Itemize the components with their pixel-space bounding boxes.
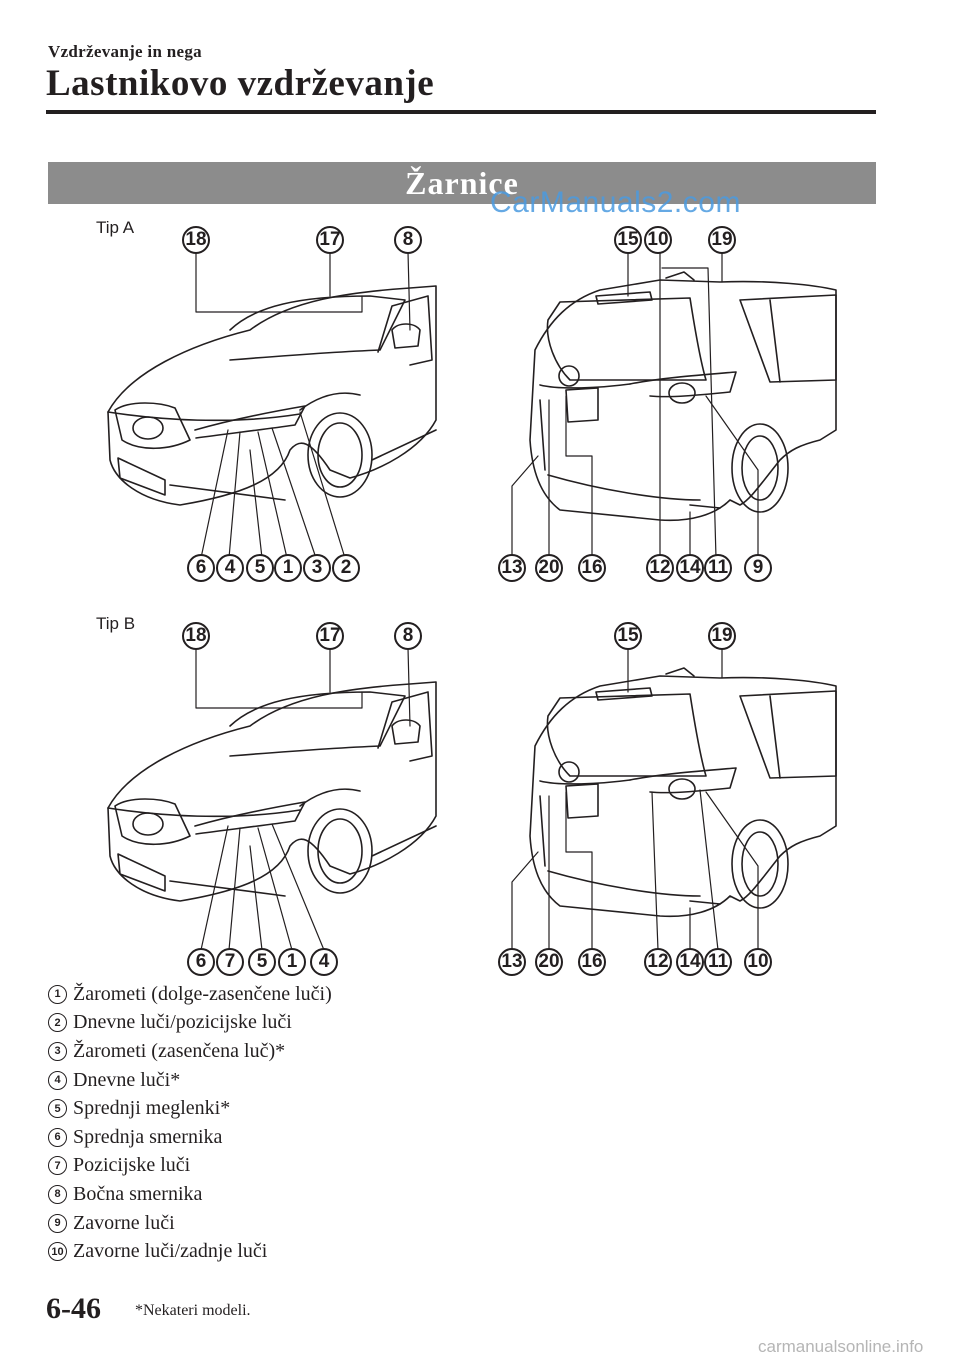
watermark-bottom: carmanualsonline.info (758, 1337, 924, 1356)
chapter-rule (46, 110, 876, 114)
legend-text: Zavorne luči/zadnje luči (73, 1240, 268, 1263)
section-band: Žarnice (48, 162, 876, 204)
callout-a-rear-16: 16 (578, 554, 606, 582)
tip-a-front-car (107, 285, 437, 506)
callout-b-front-4: 4 (310, 948, 338, 976)
callout-b-front-7: 7 (216, 948, 244, 976)
legend-text: Žarometi (dolge-zasenčene luči) (73, 982, 332, 1005)
legend-number: 6 (48, 1127, 67, 1147)
callout-b-front-5: 5 (248, 948, 276, 976)
callout-a-rear-11: 11 (704, 554, 732, 582)
callout-b-rear-16: 16 (578, 948, 606, 976)
legend-item: 8 Bočna smernika (48, 1180, 608, 1209)
callout-b-rear-13: 13 (498, 948, 526, 976)
tip-b-rear-car (529, 667, 837, 918)
callout-a-rear-10: 10 (644, 226, 672, 254)
legend-item: 1 Žarometi (dolge-zasenčene luči) (48, 980, 608, 1009)
callout-a-rear-14: 14 (676, 554, 704, 582)
legend-item: 9 Zavorne luči (48, 1209, 608, 1238)
callout-b-front-17: 17 (316, 622, 344, 650)
legend-number: 7 (48, 1156, 67, 1176)
callout-b-front-6: 6 (187, 948, 215, 976)
callout-b-rear-14: 14 (676, 948, 704, 976)
callout-b-rear-20: 20 (535, 948, 563, 976)
legend-number: 2 (48, 1013, 67, 1033)
callout-a-front-8: 8 (394, 226, 422, 254)
legend-text: Dnevne luči/pozicijske luči (73, 1011, 292, 1034)
legend-text: Žarometi (zasenčena luč)* (73, 1039, 286, 1062)
tip-a-rear-car (529, 271, 837, 522)
tip-b-front-car (107, 681, 437, 902)
legend-item: 6 Sprednja smernika (48, 1123, 608, 1152)
callout-a-rear-12: 12 (646, 554, 674, 582)
page-number: 6-46 (46, 1292, 101, 1325)
callout-a-rear-13: 13 (498, 554, 526, 582)
section-label: Vzdrževanje in nega (48, 42, 202, 61)
callout-a-front-6: 6 (187, 554, 215, 582)
legend-item: 2 Dnevne luči/pozicijske luči (48, 1009, 608, 1038)
legend-text: Sprednja smernika (73, 1125, 223, 1148)
legend-text: Pozicijske luči (73, 1154, 191, 1177)
legend-number: 1 (48, 984, 67, 1004)
callout-a-rear-9: 9 (744, 554, 772, 582)
callout-a-rear-15: 15 (614, 226, 642, 254)
callout-b-front-8: 8 (394, 622, 422, 650)
callout-b-front-1: 1 (278, 948, 306, 976)
leader-lines (195, 251, 759, 951)
legend-item: 7 Pozicijske luči (48, 1152, 608, 1181)
legend-number: 8 (48, 1184, 67, 1204)
legend-text: Sprednji meglenki* (73, 1097, 231, 1120)
legend-item: 10 Zavorne luči/zadnje luči (48, 1237, 608, 1266)
callout-b-rear-19: 19 (708, 622, 736, 650)
legend-item: 3 Žarometi (zasenčena luč)* (48, 1037, 608, 1066)
callout-b-rear-11: 11 (704, 948, 732, 976)
callout-a-front-17: 17 (316, 226, 344, 254)
callout-a-front-3: 3 (303, 554, 331, 582)
callout-a-front-2: 2 (332, 554, 360, 582)
tip-a-label: Tip A (96, 218, 135, 237)
callout-b-rear-10: 10 (744, 948, 772, 976)
legend-number: 10 (48, 1242, 67, 1262)
callout-a-front-1: 1 (274, 554, 302, 582)
callout-a-front-4: 4 (216, 554, 244, 582)
legend-number: 4 (48, 1070, 67, 1090)
callout-b-rear-15: 15 (614, 622, 642, 650)
callout-b-rear-12: 12 (644, 948, 672, 976)
watermark-top: CarManuals2.com (490, 186, 741, 219)
legend-item: 5 Sprednji meglenki* (48, 1094, 608, 1123)
legend-number: 3 (48, 1041, 67, 1061)
callout-a-rear-20: 20 (535, 554, 563, 582)
legend-text: Bočna smernika (73, 1182, 203, 1205)
callout-a-front-18: 18 (182, 226, 210, 254)
callout-b-front-18: 18 (182, 622, 210, 650)
legend-number: 9 (48, 1213, 67, 1233)
section-title: Žarnice (405, 164, 519, 201)
callout-a-rear-19: 19 (708, 226, 736, 254)
legend-number: 5 (48, 1099, 67, 1119)
legend-text: Dnevne luči* (73, 1068, 181, 1091)
callout-a-front-5: 5 (246, 554, 274, 582)
legend-text: Zavorne luči (73, 1211, 175, 1234)
chapter-title: Lastnikovo vzdrževanje (46, 63, 435, 104)
footnote: *Nekateri modeli. (135, 1302, 251, 1319)
tip-b-label: Tip B (96, 614, 136, 633)
legend-item: 4 Dnevne luči* (48, 1066, 608, 1095)
